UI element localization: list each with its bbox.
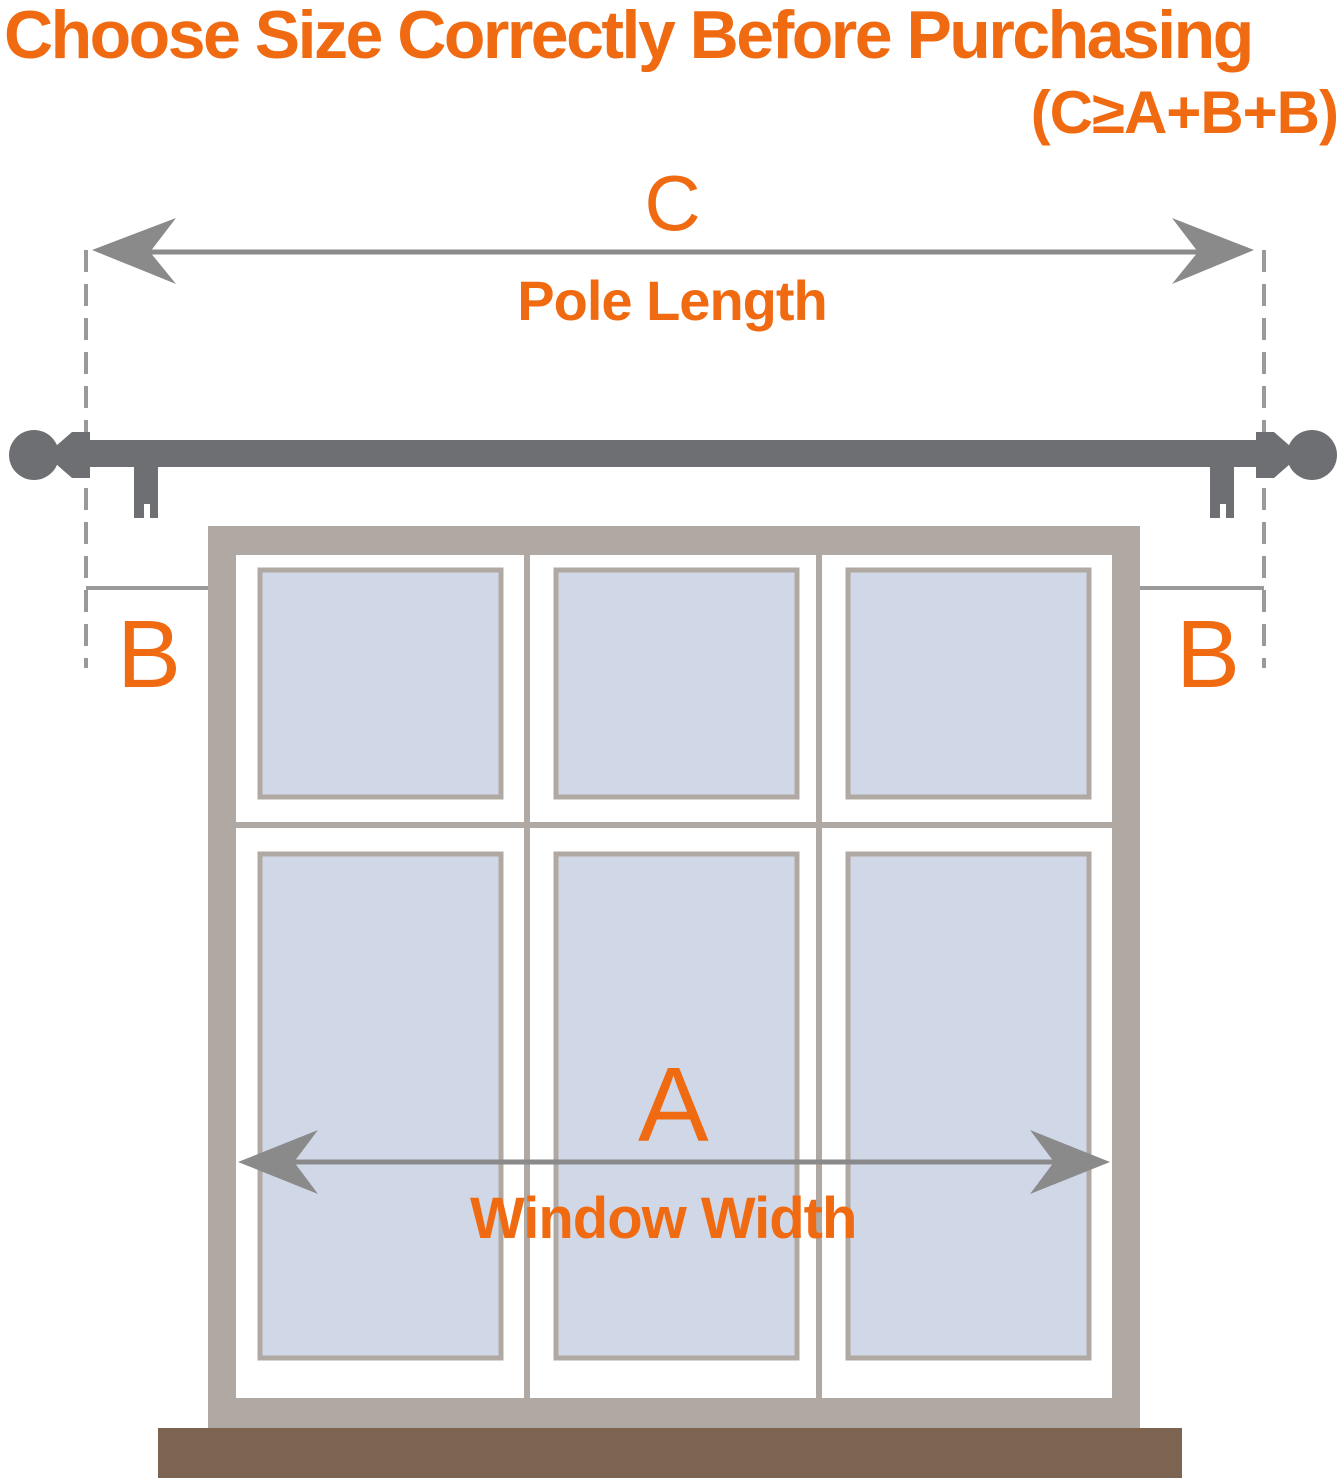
- page-title: Choose Size Correctly Before Purchasing: [4, 0, 1254, 73]
- label-b-right: B: [1176, 601, 1240, 708]
- right-bracket: [1210, 467, 1234, 518]
- window-width-arrow: [238, 1130, 1110, 1194]
- glass-pane: [553, 567, 800, 800]
- window: [158, 526, 1182, 1478]
- size-formula: (C≥A+B+B): [1030, 79, 1339, 146]
- label-pole-length: Pole Length: [517, 269, 827, 332]
- pole-length-arrow: [92, 218, 1254, 284]
- label-a: A: [638, 1046, 709, 1164]
- glass-pane: [553, 851, 800, 1361]
- glass-pane: [257, 851, 504, 1361]
- curtain-rod: [9, 430, 1337, 518]
- label-window-width: Window Width: [470, 1186, 857, 1251]
- window-sill: [158, 1428, 1182, 1478]
- glass-pane: [845, 567, 1092, 800]
- label-b-left: B: [117, 601, 181, 708]
- label-c: C: [644, 159, 700, 247]
- left-bracket: [134, 467, 158, 518]
- glass-pane: [257, 567, 504, 800]
- glass-pane: [845, 851, 1092, 1361]
